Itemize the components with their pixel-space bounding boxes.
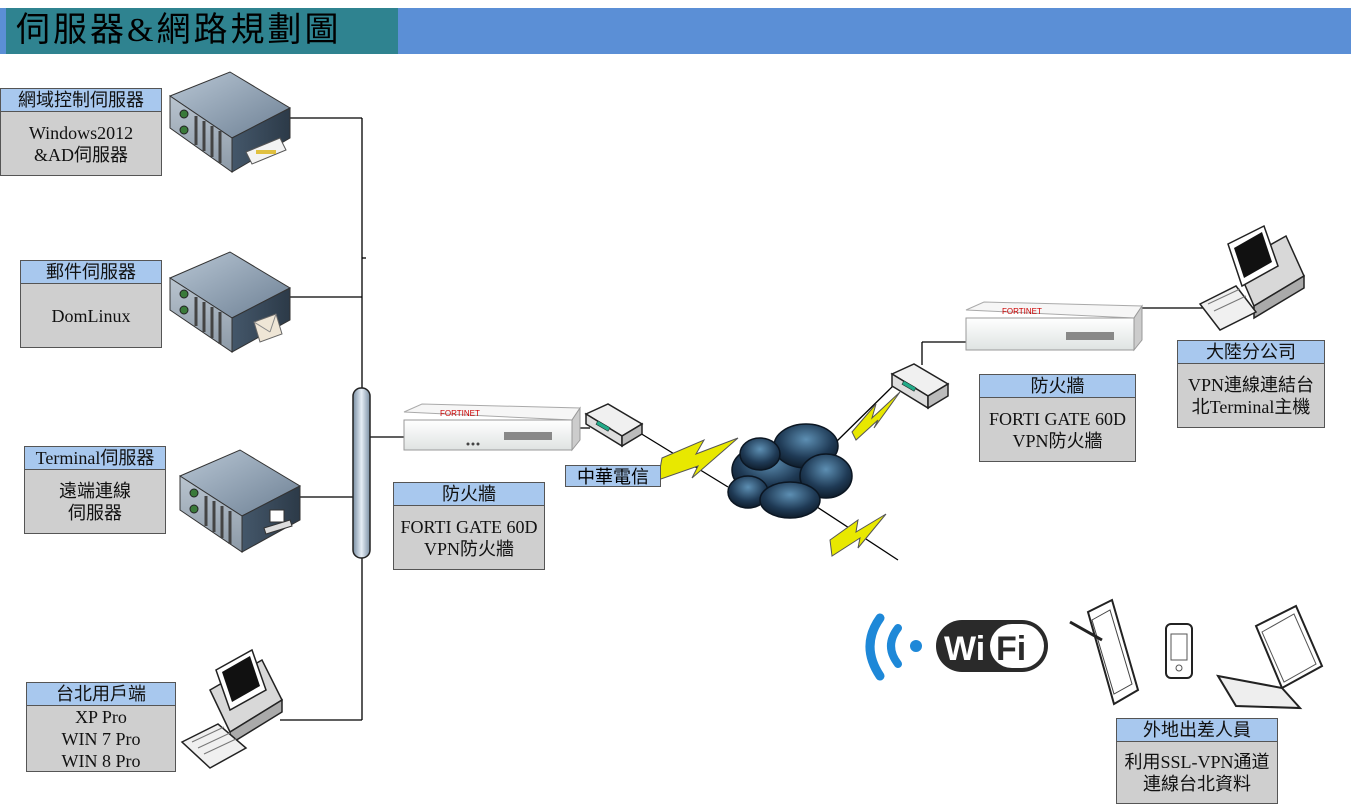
branch-pc-icon: [1198, 224, 1305, 331]
taipei-client-line: XP Pro: [75, 707, 127, 727]
mail-server-label: 郵件伺服器 DomLinux: [20, 260, 162, 348]
remote-modem-icon: [890, 363, 950, 410]
local-firewall-line: FORTI GATE 60D: [400, 517, 538, 537]
phone-icon: [1165, 623, 1193, 679]
laptop-icon: [1215, 604, 1324, 710]
domain-server-icon: [168, 71, 292, 173]
terminal-server-line: 伺服器: [68, 503, 122, 523]
carrier-label: 中華電信: [565, 465, 661, 487]
taipei-client-pc-icon: [180, 648, 283, 769]
tablet-icon: [1069, 598, 1140, 706]
local-fortigate-brand: FORTINET: [440, 409, 480, 418]
taipei-client-label: 台北用戶端 XP Pro WIN 7 Pro WIN 8 Pro: [26, 682, 176, 772]
local-firewall-label: 防火牆 FORTI GATE 60D VPN防火牆: [393, 482, 545, 570]
wifi-logo-fi: Fi: [996, 630, 1026, 668]
taipei-client-line: WIN 8 Pro: [61, 751, 141, 771]
terminal-server-header: Terminal伺服器: [25, 447, 165, 470]
lightning-bolt-icon: [851, 391, 901, 441]
remote-fortigate-brand: FORTINET: [1002, 307, 1042, 316]
remote-fortigate-device-icon: FORTINET: [965, 301, 1143, 352]
local-firewall-line: VPN防火牆: [423, 539, 514, 559]
mobile-staff-line: 利用SSL-VPN通道: [1124, 752, 1270, 772]
domain-server-header: 網域控制伺服器: [1, 89, 161, 112]
branch-line: 北Terminal主機: [1191, 397, 1311, 417]
mobile-staff-line: 連線台北資料: [1143, 774, 1251, 794]
mobile-staff-header: 外地出差人員: [1117, 719, 1277, 742]
network-bus: [352, 387, 371, 559]
internet-cloud-icon: [727, 423, 853, 519]
local-modem-icon: [584, 403, 644, 448]
mobile-staff-label: 外地出差人員 利用SSL-VPN通道 連線台北資料: [1116, 718, 1278, 804]
taipei-client-line: WIN 7 Pro: [61, 729, 141, 749]
remote-firewall-line: FORTI GATE 60D: [989, 409, 1126, 429]
branch-header: 大陸分公司: [1178, 341, 1324, 364]
lightning-bolt-icon: [829, 513, 887, 557]
wifi-signal-icon: [865, 613, 922, 681]
mail-server-icon: [168, 251, 292, 353]
terminal-server-label: Terminal伺服器 遠端連線 伺服器: [24, 446, 166, 534]
lightning-bolt-icon: [657, 437, 739, 481]
wifi-logo-fi-bg: [990, 624, 1044, 668]
branch-label: 大陸分公司 VPN連線連結台 北Terminal主機: [1177, 340, 1325, 428]
remote-firewall-label: 防火牆 FORTI GATE 60D VPN防火牆: [979, 374, 1136, 462]
domain-server-line: Windows2012: [28, 123, 134, 143]
domain-server-label: 網域控制伺服器 Windows2012 &AD伺服器: [0, 88, 162, 176]
branch-line: VPN連線連結台: [1187, 375, 1314, 395]
mail-server-header: 郵件伺服器: [21, 261, 161, 284]
local-fortigate-device-icon: FORTINET: [403, 403, 581, 452]
local-firewall-header: 防火牆: [394, 483, 544, 506]
terminal-server-line: 遠端連線: [59, 481, 131, 501]
remote-firewall-line: VPN防火牆: [1012, 431, 1103, 451]
page-title: 伺服器&網路規劃圖: [6, 8, 398, 54]
mail-server-line: DomLinux: [51, 306, 131, 326]
taipei-client-header: 台北用戶端: [27, 683, 175, 706]
domain-server-line: &AD伺服器: [34, 145, 128, 165]
terminal-server-icon: [178, 449, 302, 553]
wifi-logo-wi: Wi: [944, 630, 985, 668]
remote-firewall-header: 防火牆: [980, 375, 1135, 398]
